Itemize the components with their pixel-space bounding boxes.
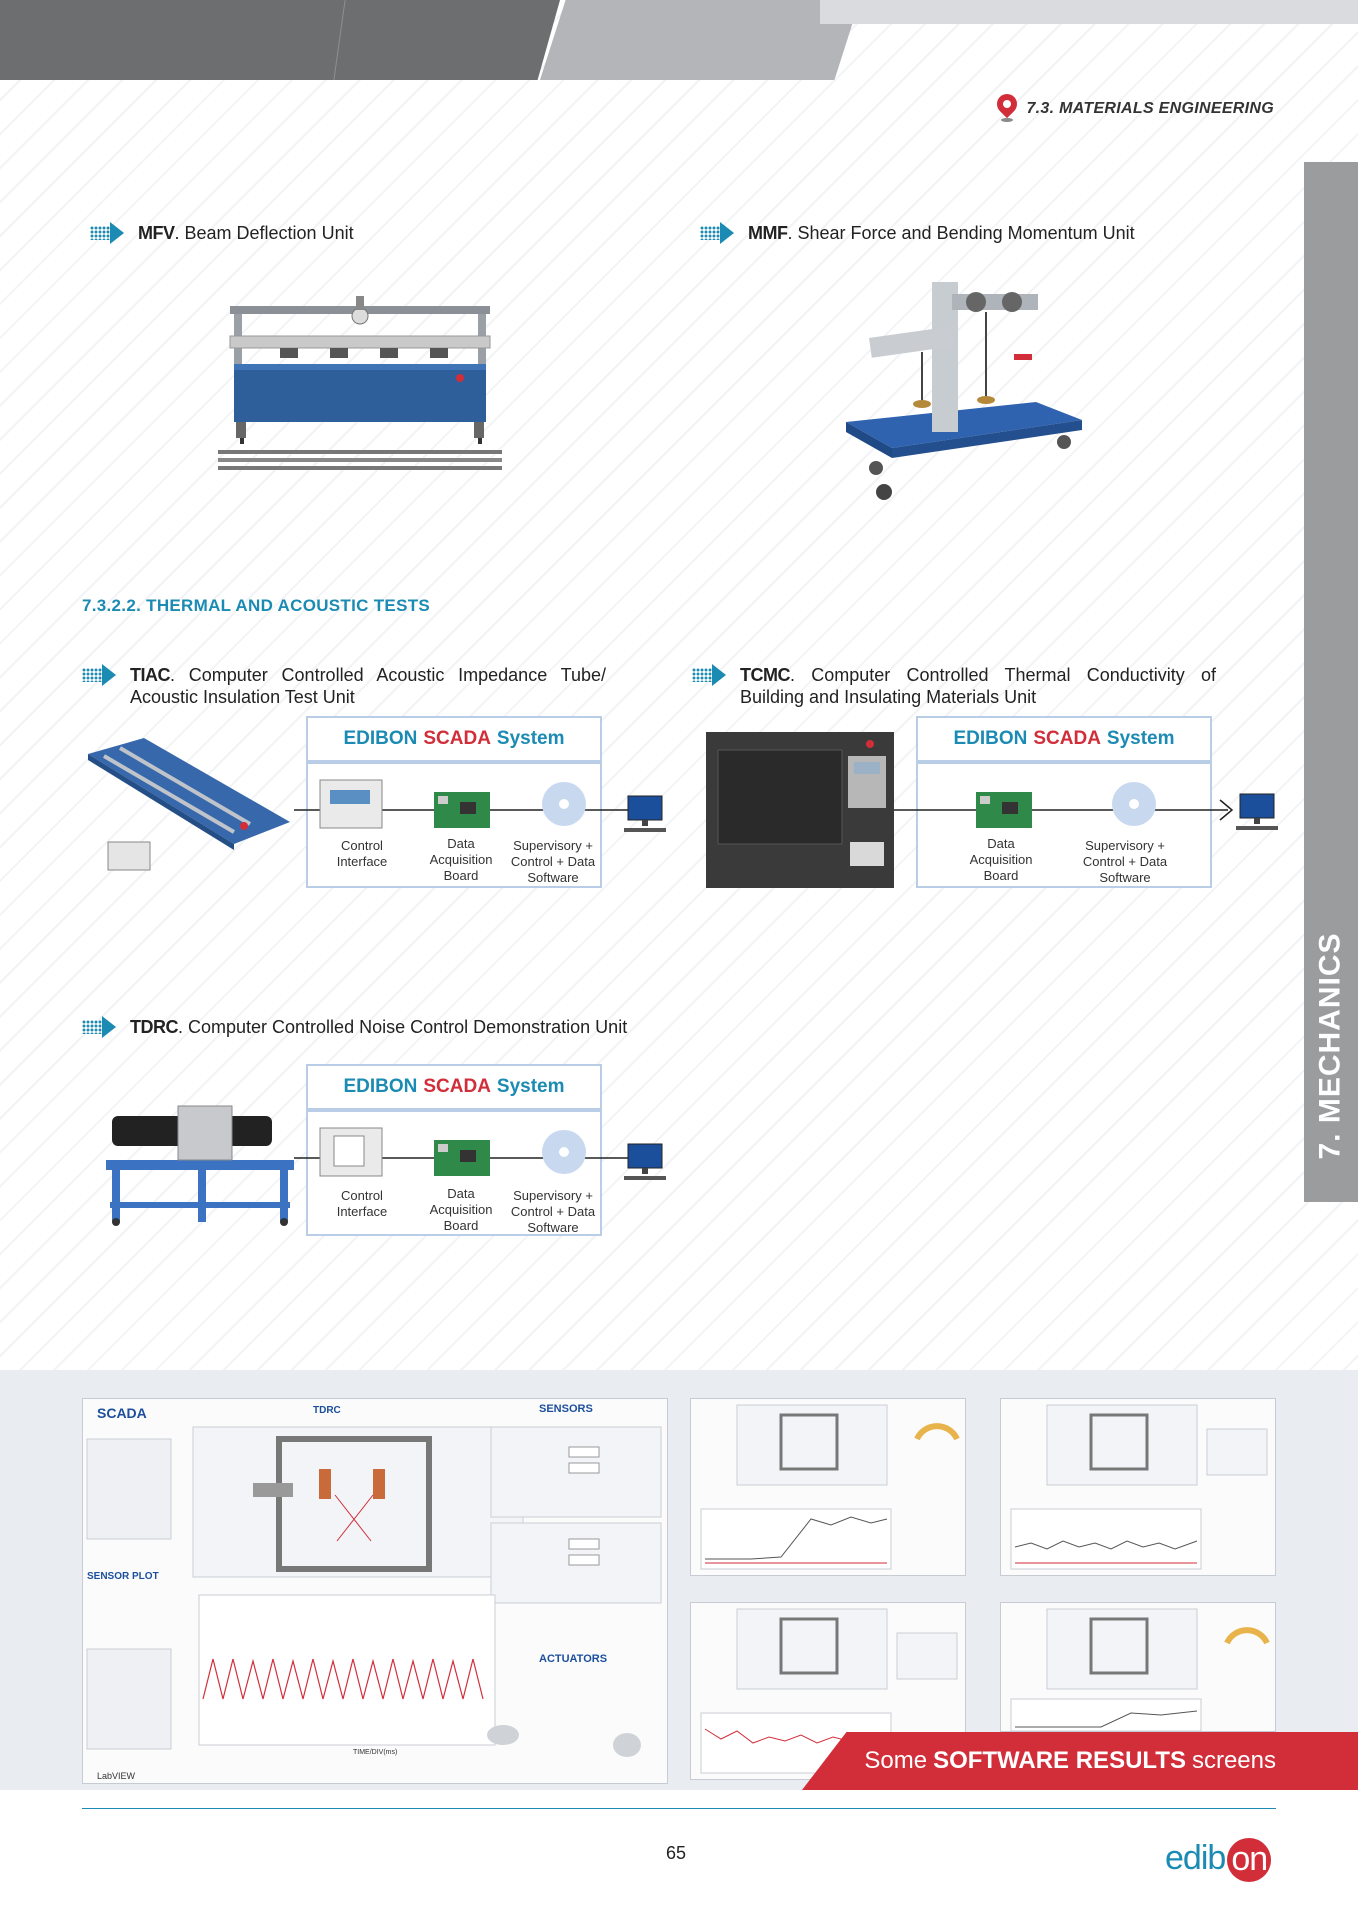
caption-software: Supervisory + Control + Data Software: [1082, 838, 1168, 885]
product-title-tdrc: TDRC. Computer Controlled Noise Control …: [82, 1016, 642, 1038]
screen-actuators-label: ACTUATORS: [539, 1653, 608, 1665]
caption-daq-board: Data Acquisition Board: [969, 836, 1033, 883]
software-screen-1: [690, 1398, 966, 1576]
screen-labview-label: LabVIEW: [97, 1771, 136, 1781]
scada-chain-tdrc: [294, 1127, 658, 1177]
screen-tdrc-title: TDRC: [313, 1405, 341, 1416]
tiac-unit-photo: [88, 738, 290, 871]
page-number: 65: [666, 1843, 687, 1863]
section-header-label: 7.3. MATERIALS ENGINEERING: [1026, 100, 1274, 117]
caption-daq-board: Data Acquisition Board: [429, 1186, 493, 1233]
location-pin-icon: [993, 89, 1022, 124]
bullet-arrow-icon: [90, 222, 128, 244]
caption-software: Supervisory + Control + Data Software: [510, 838, 596, 885]
caption-control-interface: Control Interface: [336, 1188, 388, 1219]
bullet-arrow-icon: [692, 664, 730, 686]
software-screen-3: [690, 1602, 966, 1780]
top-decorative-band: [0, 0, 1358, 80]
screen-sensors-label: SENSORS: [539, 1403, 593, 1415]
tdrc-unit-photo: [106, 1105, 294, 1226]
section-header: 7.3. MATERIALS ENGINEERING: [993, 89, 1274, 124]
caption-control-interface: Control Interface: [336, 838, 388, 869]
product-title-mfv: MFV. Beam Deflection Unit: [90, 222, 610, 244]
section-title-thermal-acoustic: 7.3.2.2. THERMAL AND ACOUSTIC TESTS: [82, 596, 431, 615]
footer-rule: [82, 1808, 1276, 1809]
computer-icon: [624, 1143, 666, 1180]
product-title-mmf: MMF. Shear Force and Bending Momentum Un…: [700, 222, 1220, 244]
bullet-arrow-icon: [700, 222, 738, 244]
screen-sensor-plot-label: SENSOR PLOT: [87, 1571, 159, 1582]
mmf-unit-photo: [846, 282, 1082, 500]
product-title-tcmc: TCMC. Computer Controlled Thermal Conduc…: [692, 664, 1216, 708]
caption-daq-board: Data Acquisition Board: [429, 836, 493, 883]
chapter-label: 7. MECHANICS: [1314, 932, 1347, 1160]
software-screen-4: [1000, 1602, 1276, 1732]
screen-x-axis-label: TIME/DIV(ms): [353, 1749, 398, 1756]
scada-chain-tcmc: [894, 782, 1234, 828]
tcmc-unit-photo: [706, 732, 894, 888]
computer-icon: [624, 795, 666, 832]
caption-software: Supervisory + Control + Data Software: [510, 1188, 596, 1235]
scada-chain-tiac: [294, 779, 658, 829]
computer-icon: [1236, 793, 1278, 830]
screen-scada-logo: SCADA: [97, 1405, 147, 1421]
mfv-unit-photo: [218, 296, 502, 470]
product-title-tiac: TIAC. Computer Controlled Acoustic Imped…: [82, 664, 606, 708]
software-screen-main: SCADA TDRC SENSORS ACTUATORS SENSOR PLOT…: [82, 1398, 668, 1784]
chapter-side-tab: 7. MECHANICS: [1304, 162, 1358, 1202]
software-screen-2: [1000, 1398, 1276, 1576]
scada-box-tcmc: [916, 762, 1212, 888]
bullet-arrow-icon: [82, 1016, 120, 1038]
bullet-arrow-icon: [82, 664, 120, 686]
